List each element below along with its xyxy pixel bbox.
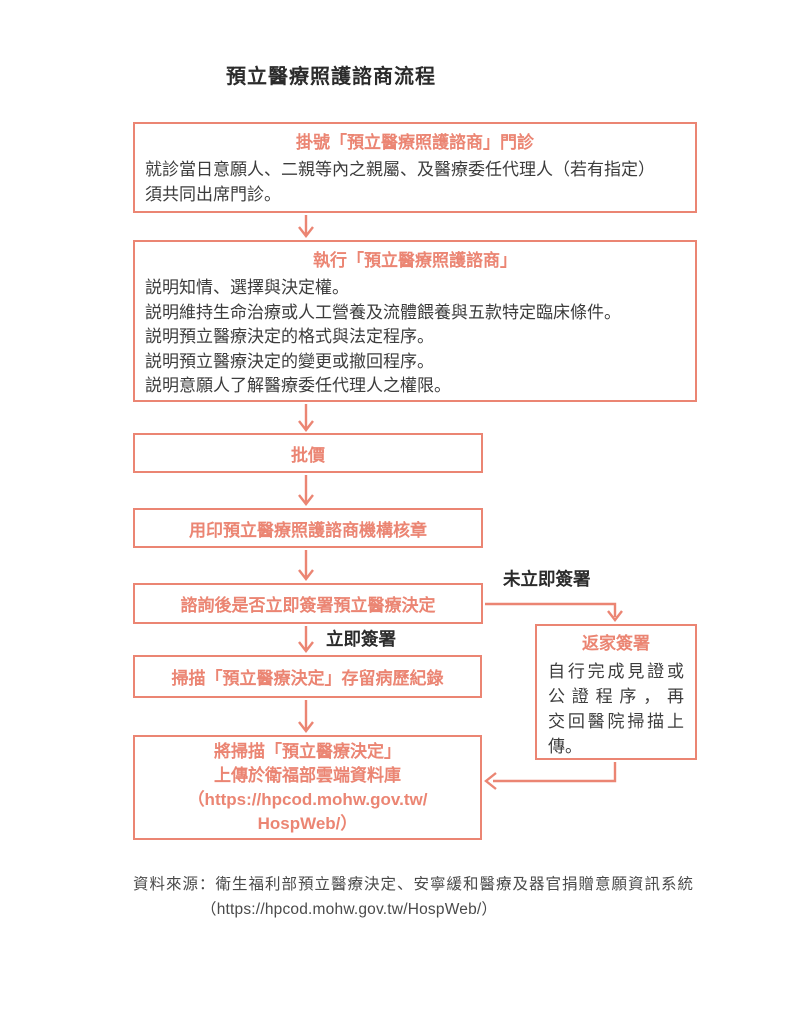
step-consult-line: 説明預立醫療決定的變更或撤回程序。: [145, 351, 434, 371]
step-register-header: 掛號「預立醫療照護諮商」門診: [296, 133, 534, 152]
step-consult-line: 説明意願人了解醫療委任代理人之權限。: [145, 376, 451, 395]
source-note: 資料來源：衛生福利部預立醫療決定、安寧緩和醫療及器官捐贈意願資訊系統 （http…: [133, 872, 694, 922]
home-sign-line: 自行完成見證或: [548, 662, 684, 681]
arrow-step6-step7: [298, 700, 314, 733]
branch-label-not-signed: 未立即簽署: [503, 569, 591, 589]
flow-step-scan: 掃描「預立醫療決定」存留病歷紀錄: [133, 655, 482, 698]
arrow-step3-step4: [298, 475, 314, 506]
flow-step-consult: 執行「預立醫療照護諮商」 説明知情、選擇與決定權。 説明維持生命治療或人工營養及…: [133, 240, 697, 402]
step-consult-header: 執行「預立醫療照護諮商」: [313, 251, 517, 270]
step-register-body: 就診當日意願人、二親等內之親屬、及醫療委任代理人（若有指定） 須共同出席門診。: [135, 158, 695, 207]
home-sign-header: 返家簽署: [582, 634, 650, 653]
branch-label-sign-now: 立即簽署: [326, 629, 396, 649]
step-upload-line: 上傳於衛福部雲端資料庫: [214, 765, 401, 785]
step-register-line: 就診當日意願人、二親等內之親屬、及醫療委任代理人（若有指定）: [145, 160, 655, 179]
flow-step-stamp: 用印預立醫療照護諮商機構核章: [133, 508, 483, 548]
step-consult-line: 説明知情、選擇與決定權。: [145, 278, 349, 297]
flow-step-register: 掛號「預立醫療照護諮商」門診 就診當日意願人、二親等內之親屬、及醫療委任代理人（…: [133, 122, 697, 213]
flow-step-home-sign: 返家簽署 自行完成見證或 公證程序，再 交回醫院掃描上 傳。: [535, 624, 697, 760]
arrow-step4-step5: [298, 550, 314, 581]
step-register-line: 須共同出席門診。: [145, 184, 281, 204]
home-sign-body: 自行完成見證或 公證程序，再 交回醫院掃描上 傳。: [537, 657, 695, 759]
arrow-step2-step3: [298, 404, 314, 432]
step-consult-body: 説明知情、選擇與決定權。 説明維持生命治療或人工營養及流體餵養與五款特定臨床條件…: [135, 276, 695, 399]
home-sign-line: 傳。: [548, 737, 582, 756]
flow-step-billing: 批價: [133, 433, 483, 473]
source-note-text: 資料來源：衛生福利部預立醫療決定、安寧緩和醫療及器官捐贈意願資訊系統: [133, 876, 695, 893]
arrow-branch-not-signed: [485, 602, 623, 622]
step-consult-line: 説明維持生命治療或人工營養及流體餵養與五款特定臨床條件。: [145, 302, 621, 322]
step-consult-line: 説明預立醫療決定的格式與法定程序。: [145, 327, 434, 346]
arrow-home-to-upload: [484, 762, 617, 790]
step-upload-line: 將掃描「預立醫療決定」: [214, 741, 401, 761]
flow-step-decision: 諮詢後是否立即簽署預立醫療決定: [133, 583, 483, 624]
page-title: 預立醫療照護諮商流程: [226, 66, 436, 88]
home-sign-line: 公證程序，再: [548, 687, 684, 706]
arrow-step5-step6: [298, 626, 314, 653]
home-sign-line: 交回醫院掃描上: [548, 712, 684, 731]
source-note-url: （https://hpcod.mohw.gov.tw/HospWeb/）: [201, 901, 498, 918]
arrow-step1-step2: [298, 215, 314, 238]
step-upload-line: （https://hpcod.mohw.gov.tw/: [187, 789, 428, 809]
step-upload-line: HospWeb/）: [257, 813, 358, 833]
flow-step-upload: 將掃描「預立醫療決定」 上傳於衛福部雲端資料庫 （https://hpcod.m…: [133, 735, 482, 840]
